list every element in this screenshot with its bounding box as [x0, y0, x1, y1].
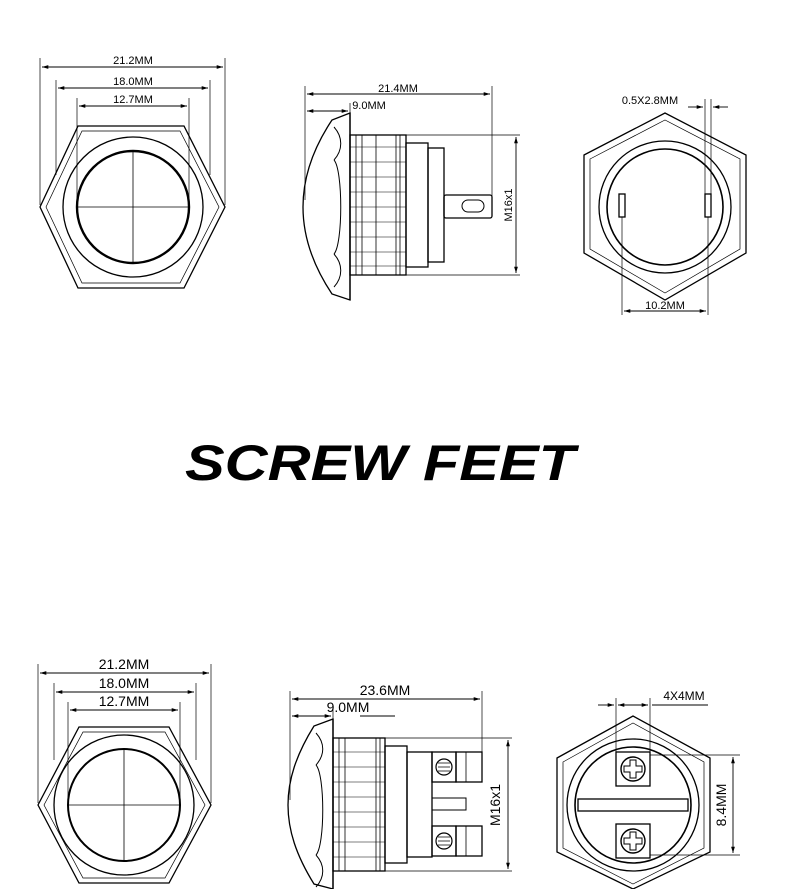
top-front-view — [39, 58, 226, 289]
threaded-body — [332, 737, 386, 872]
rear-housing — [384, 745, 408, 864]
dimension-label: M16x1 — [503, 188, 515, 221]
dimension-label: 21.4MM — [378, 83, 418, 95]
body-outline — [574, 746, 692, 864]
hex-nut-outline — [37, 726, 212, 884]
bottom-back-view — [556, 698, 740, 889]
dimension-label: 21.2MM — [99, 656, 150, 672]
hex-nut-outline — [39, 125, 226, 289]
threaded-body — [349, 134, 407, 276]
dimension-label: 21.2MM — [113, 55, 153, 67]
dimension-label: 8.4MM — [713, 784, 729, 827]
terminal-lug — [455, 825, 483, 857]
screw-terminal — [615, 823, 651, 859]
ring-outline — [598, 140, 732, 274]
hex-nut-outline — [556, 715, 711, 889]
dimension-label: 18.0MM — [113, 76, 153, 88]
dimension-label: 9.0MM — [327, 699, 370, 715]
terminal-lug — [455, 751, 483, 783]
body-outline — [606, 148, 724, 266]
cap-dome — [287, 718, 334, 889]
top-back-view — [583, 99, 747, 315]
center-bar — [577, 798, 689, 812]
dimension-label: 10.2MM — [645, 300, 685, 312]
dimension-label: 9.0MM — [352, 100, 386, 112]
section-title: SCREW FEET — [185, 435, 580, 491]
phillips-screw-icon — [620, 828, 646, 854]
dimension-label: 12.7MM — [113, 94, 153, 106]
top-side-view — [302, 86, 520, 301]
rear-housing — [405, 142, 429, 268]
dimension-label: 18.0MM — [99, 675, 150, 691]
dimension-label: M16x1 — [487, 784, 503, 826]
bottom-side-view — [287, 691, 512, 889]
cap-dome — [302, 112, 351, 301]
screw-terminal — [615, 751, 651, 787]
dimension-label: 4X4MM — [663, 689, 704, 703]
dimension-label: 12.7MM — [99, 693, 150, 709]
pin-terminal — [704, 193, 712, 218]
ring-outline — [62, 136, 204, 278]
bottom-front-view — [37, 664, 212, 884]
pin-terminal — [443, 194, 493, 219]
phillips-screw-icon — [620, 756, 646, 782]
screw-head-icon — [435, 832, 453, 850]
hex-nut-inner-outline — [45, 130, 220, 284]
screw-head-icon — [435, 758, 453, 776]
dimension-label: 23.6MM — [360, 682, 411, 698]
ring-outline — [566, 738, 700, 872]
hex-nut-outline — [583, 112, 747, 301]
ring-outline — [53, 734, 195, 876]
dimension-label: 0.5X2.8MM — [622, 95, 678, 107]
pin-terminal — [618, 193, 626, 218]
